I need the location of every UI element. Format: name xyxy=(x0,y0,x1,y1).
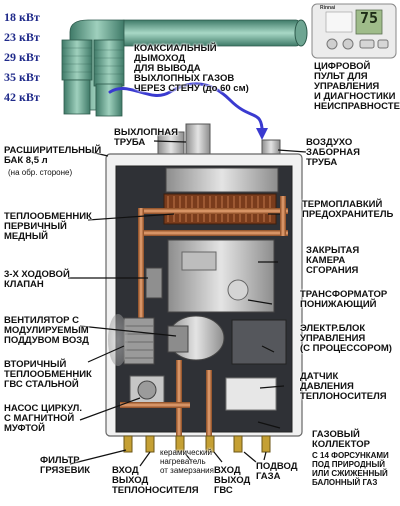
boiler-housing xyxy=(105,123,303,453)
label-three-way-valve: 3-Х ХОДОВОЙ КЛАПАН xyxy=(4,269,70,290)
label-ceramic-heater: керамический нагреватель от замерзания xyxy=(160,448,214,475)
label-gas-inlet: ПОДВОД ГАЗА xyxy=(256,461,298,482)
label-primary-heat-exchanger: ТЕПЛООБМЕННИК ПЕРВИЧНЫЙ МЕДНЫЙ xyxy=(4,211,92,242)
power-rating-42: 42 кВт xyxy=(4,90,40,104)
label-expansion-tank: РАСШИРИТЕЛЬНЫЙ БАК 8,5 л xyxy=(4,145,102,166)
label-transformer: ТРАНСФОРМАТОР ПОНИЖАЮЩИЙ xyxy=(300,289,388,310)
panel-display: 75 xyxy=(359,9,379,27)
label-remote-panel: ЦИФРОВОЙ ПУЛЬТ ДЛЯ УПРАВЛЕНИЯ И ДИАГНОСТ… xyxy=(314,61,400,112)
label-intake-pipe: ВОЗДУХО ЗАБОРНАЯ ТРУБА xyxy=(306,137,360,168)
label-pressure-sensor: ДАТЧИК ДАВЛЕНИЯ ТЕПЛОНОСИТЕЛЯ xyxy=(300,371,387,402)
power-rating-29: 29 кВт xyxy=(4,50,40,64)
label-tank-note: (на обр. стороне) xyxy=(8,168,73,177)
leader-lines xyxy=(68,140,307,467)
label-secondary-heat-exchanger: ВТОРИЧНЫЙ ТЕПЛООБМЕННИК ГВС СТАЛЬНОЙ xyxy=(4,359,92,390)
label-exhaust-pipe: ВЫХЛОПНАЯ ТРУБА xyxy=(114,127,178,148)
panel-brand: Rinnai xyxy=(320,5,336,11)
label-thermal-fuse: ТЕРМОПЛАВКИЙ ПРЕДОХРАНИТЕЛЬ xyxy=(302,199,394,220)
label-coaxial-flue: КОАКСИАЛЬНЫЙ ДЫМОХОД ДЛЯ ВЫВОДА ВЫХЛОПНЫ… xyxy=(134,43,249,94)
coaxial-flue xyxy=(61,19,308,117)
label-filter: ФИЛЬТР ГРЯЗЕВИК xyxy=(40,455,91,476)
airflow-arrow xyxy=(108,82,264,130)
label-gas-manifold: ГАЗОВЫЙ КОЛЛЕКТОР xyxy=(312,429,370,450)
label-dhw-inlet-outlet: ВХОД ВЫХОД ГВС xyxy=(214,465,251,496)
label-pump: НАСОС ЦИРКУЛ. С МАГНИТНОЙ МУФТОЙ xyxy=(4,403,82,434)
label-fan: ВЕНТИЛЯТОР С МОДУЛИРУЕМЫМ ПОДДУВОМ ВОЗД xyxy=(4,315,89,346)
label-heating-inlet-outlet: ВХОД ВЫХОД ТЕПЛОНОСИТЕЛЯ xyxy=(112,465,199,496)
label-manifold-note: С 14 ФОРСУНКАМИ ПОД ПРИРОДНЫЙ ИЛИ СЖИЖЕН… xyxy=(312,451,389,487)
label-combustion-chamber: ЗАКРЫТАЯ КАМЕРА СГОРАНИЯ xyxy=(306,245,360,276)
remote-panel xyxy=(311,3,397,59)
label-control-unit: ЭЛЕКТР.БЛОК УПРАВЛЕНИЯ (С ПРОЦЕССОРОМ) xyxy=(300,323,392,354)
power-rating-23: 23 кВт xyxy=(4,30,40,44)
power-rating-18: 18 кВт xyxy=(4,10,40,24)
power-rating-35: 35 кВт xyxy=(4,70,40,84)
